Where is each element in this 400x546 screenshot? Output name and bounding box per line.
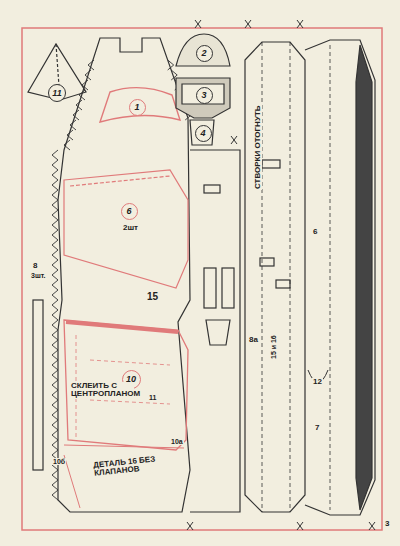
part-number: 3 bbox=[384, 520, 390, 528]
scissors-mark bbox=[369, 522, 375, 530]
part-number: 8 bbox=[32, 262, 38, 270]
part-number: 2шт bbox=[122, 224, 139, 232]
callout-circle: 6 bbox=[121, 203, 138, 220]
callout-number: 4 bbox=[200, 128, 205, 138]
part-number: 7 bbox=[314, 424, 320, 432]
callout-circle: 1 bbox=[129, 99, 146, 116]
callout-number: 11 bbox=[52, 88, 61, 98]
glue-tab bbox=[52, 60, 191, 500]
instruction-note: 15 и 16 bbox=[270, 334, 277, 360]
callout-number: 2 bbox=[201, 48, 206, 58]
part-number: 3шт. bbox=[30, 272, 47, 279]
part-number: 10а bbox=[170, 438, 184, 445]
part-number: 8а bbox=[248, 336, 259, 344]
callout-circle: 4 bbox=[195, 125, 212, 142]
scissors bbox=[187, 20, 375, 530]
scissors-mark bbox=[231, 136, 237, 144]
instruction-note: СТВОРКИ ОТОГНУТЬ bbox=[254, 104, 262, 190]
scissors-mark bbox=[195, 20, 201, 28]
scissors-mark bbox=[187, 522, 193, 530]
strip-8 bbox=[33, 300, 43, 470]
callout-number: 1 bbox=[134, 102, 139, 112]
part-11 bbox=[28, 44, 86, 100]
part-number: 10б bbox=[52, 458, 66, 465]
scissors-mark bbox=[245, 20, 251, 28]
strip-8a bbox=[245, 42, 305, 512]
scissors-mark bbox=[297, 522, 303, 530]
instruction-note: ДЕТАЛЬ 16 БЕЗ КЛАПАНОВ bbox=[92, 454, 165, 478]
callout-number: 3 bbox=[201, 90, 206, 100]
part-7 bbox=[305, 40, 375, 515]
scissors-mark bbox=[297, 20, 303, 28]
part-number: 12 bbox=[312, 378, 323, 386]
page-border bbox=[22, 28, 382, 530]
fuselage-part bbox=[52, 38, 191, 512]
part-number: 6 bbox=[312, 228, 318, 236]
parts-2-3-4 bbox=[176, 34, 230, 145]
centre-strip bbox=[190, 150, 240, 512]
instruction-note: СКЛЕИТЬ С ЦЕНТРОПЛАНОМ bbox=[70, 382, 134, 399]
callout-circle: 2 bbox=[196, 45, 213, 62]
callout-circle: 11 bbox=[48, 84, 66, 102]
part-number: 15 bbox=[146, 292, 159, 303]
callout-circle: 3 bbox=[196, 87, 213, 104]
callout-number: 6 bbox=[126, 206, 131, 216]
part-number: 11 bbox=[148, 394, 157, 401]
